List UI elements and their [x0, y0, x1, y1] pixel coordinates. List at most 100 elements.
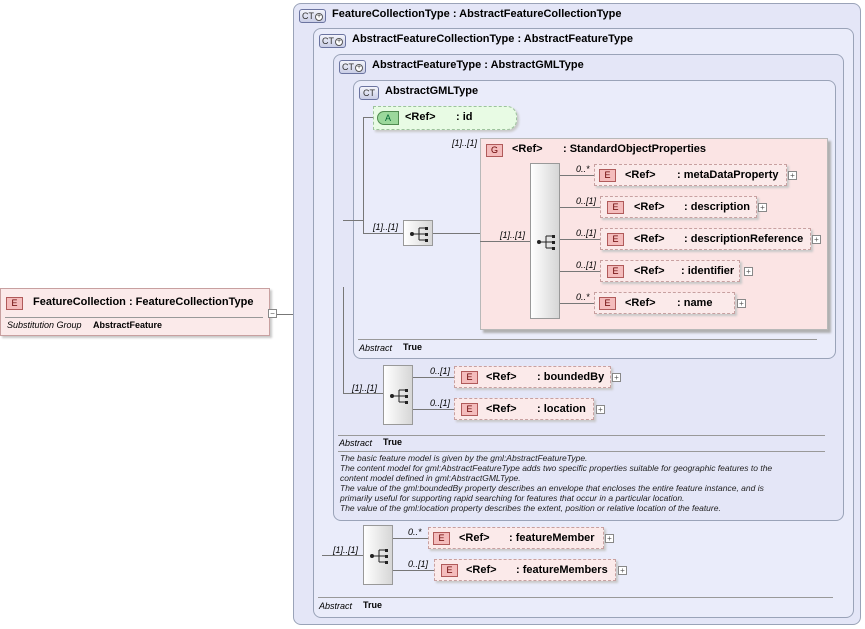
expand-icon[interactable]: +	[737, 299, 746, 308]
cardinality-label: 0..[1]	[576, 196, 597, 206]
connector	[480, 241, 530, 242]
element-ref: <Ref>	[625, 297, 656, 309]
element-badge-icon: E	[433, 532, 450, 545]
connector	[343, 393, 383, 394]
element-badge-icon: E	[461, 403, 478, 416]
divider	[318, 597, 833, 598]
element-boundedby[interactable]: E <Ref> : boundedBy	[454, 366, 611, 388]
element-location[interactable]: E <Ref> : location	[454, 398, 594, 420]
element-badge-icon: E	[441, 564, 458, 577]
connector	[393, 570, 434, 571]
cardinality-label: 0..[1]	[576, 228, 597, 238]
complex-type-badge-icon: CT+	[339, 60, 366, 74]
element-ref: <Ref>	[634, 201, 665, 213]
element-description[interactable]: E <Ref> : description	[600, 196, 757, 218]
divider	[358, 339, 817, 340]
abstract-value: True	[363, 600, 383, 610]
root-element-label: FeatureCollection : FeatureCollectionTyp…	[33, 296, 254, 308]
element-name[interactable]: E <Ref> : name	[594, 292, 735, 314]
complex-type-label: AbstractFeatureCollectionType : Abstract…	[352, 33, 633, 45]
element-name: : metaDataProperty	[677, 169, 779, 181]
cardinality-label: 0..[1]	[430, 366, 451, 376]
expand-icon[interactable]: +	[605, 534, 614, 543]
element-ref: <Ref>	[466, 564, 497, 576]
cardinality-label: [1]..[1]	[452, 138, 478, 148]
sequence-compositor[interactable]	[403, 220, 433, 246]
complex-type-badge-icon: CT+	[299, 9, 326, 23]
cardinality-label: [1]..[1]	[500, 230, 526, 240]
element-ref: <Ref>	[634, 233, 665, 245]
element-name: : featureMembers	[516, 564, 608, 576]
divider	[338, 435, 825, 436]
cardinality-label: [1]..[1]	[352, 383, 378, 393]
element-name: : description	[684, 201, 751, 213]
element-featuremember[interactable]: E <Ref> : featureMember	[428, 527, 604, 549]
element-badge-icon: E	[607, 233, 624, 246]
connector	[560, 303, 595, 304]
element-badge-icon: E	[599, 297, 616, 310]
connector	[343, 287, 344, 394]
connector	[432, 233, 480, 234]
element-featuremembers[interactable]: E <Ref> : featureMembers	[434, 559, 616, 581]
element-ref: <Ref>	[486, 403, 517, 415]
connector	[363, 117, 364, 234]
substitution-group-label: Substitution Group	[7, 320, 82, 330]
element-badge-icon: E	[599, 169, 616, 182]
element-ref: <Ref>	[634, 265, 665, 277]
connector	[393, 538, 428, 539]
element-identifier[interactable]: E <Ref> : identifier	[600, 260, 740, 282]
complex-type-label: AbstractFeatureType : AbstractGMLType	[372, 59, 584, 71]
substitution-group-value: AbstractFeature	[93, 320, 163, 330]
expand-icon[interactable]: +	[758, 203, 767, 212]
expand-icon[interactable]: +	[596, 405, 605, 414]
divider	[338, 451, 825, 452]
cardinality-label: [1]..[1]	[333, 545, 359, 555]
complex-type-label: FeatureCollectionType : AbstractFeatureC…	[332, 8, 622, 20]
divider	[5, 317, 263, 318]
sequence-icon	[410, 227, 428, 242]
connector	[363, 233, 403, 234]
element-metadataproperty[interactable]: E <Ref> : metaDataProperty	[594, 164, 787, 186]
connector	[560, 175, 595, 176]
element-badge-icon: E	[461, 371, 478, 384]
element-name: : boundedBy	[537, 371, 605, 383]
cardinality-label: 0..[1]	[430, 398, 451, 408]
complex-type-badge-icon: CT+	[319, 34, 346, 48]
element-name: : identifier	[681, 265, 735, 277]
abstract-value: True	[383, 437, 403, 447]
collapse-icon[interactable]: −	[268, 309, 277, 318]
complex-type-badge-icon: CT	[359, 86, 379, 100]
element-ref: <Ref>	[486, 371, 517, 383]
attribute-id[interactable]: A <Ref> : id	[373, 106, 517, 130]
element-badge-icon: E	[607, 201, 624, 214]
element-ref: <Ref>	[459, 532, 490, 544]
connector	[363, 117, 377, 118]
element-name: : descriptionReference	[684, 233, 804, 245]
element-badge-icon: E	[6, 297, 23, 310]
expand-icon[interactable]: +	[812, 235, 821, 244]
sequence-icon	[537, 235, 555, 250]
abstract-label: Abstract	[319, 601, 353, 611]
attribute-name: : id	[456, 111, 473, 123]
expand-icon[interactable]: +	[788, 171, 797, 180]
element-descriptionreference[interactable]: E <Ref> : descriptionReference	[600, 228, 811, 250]
expand-icon[interactable]: +	[612, 373, 621, 382]
connector	[322, 555, 363, 556]
cardinality-label: 0..*	[576, 164, 590, 174]
connector	[560, 271, 601, 272]
sequence-icon	[390, 389, 408, 404]
element-name: : featureMember	[509, 532, 595, 544]
element-ref: <Ref>	[625, 169, 656, 181]
sequence-compositor[interactable]	[363, 525, 393, 585]
attribute-ref: <Ref>	[405, 111, 436, 123]
abstract-label: Abstract	[339, 438, 373, 448]
sequence-icon	[370, 549, 388, 564]
group-name: : StandardObjectProperties	[563, 143, 707, 155]
expand-icon[interactable]: +	[618, 566, 627, 575]
sequence-compositor[interactable]	[530, 163, 560, 319]
connector	[560, 239, 601, 240]
documentation-text: The basic feature model is given by the …	[340, 453, 773, 513]
root-element-featurecollection[interactable]: E FeatureCollection : FeatureCollectionT…	[0, 288, 270, 336]
expand-icon[interactable]: +	[744, 267, 753, 276]
sequence-compositor[interactable]	[383, 365, 413, 425]
